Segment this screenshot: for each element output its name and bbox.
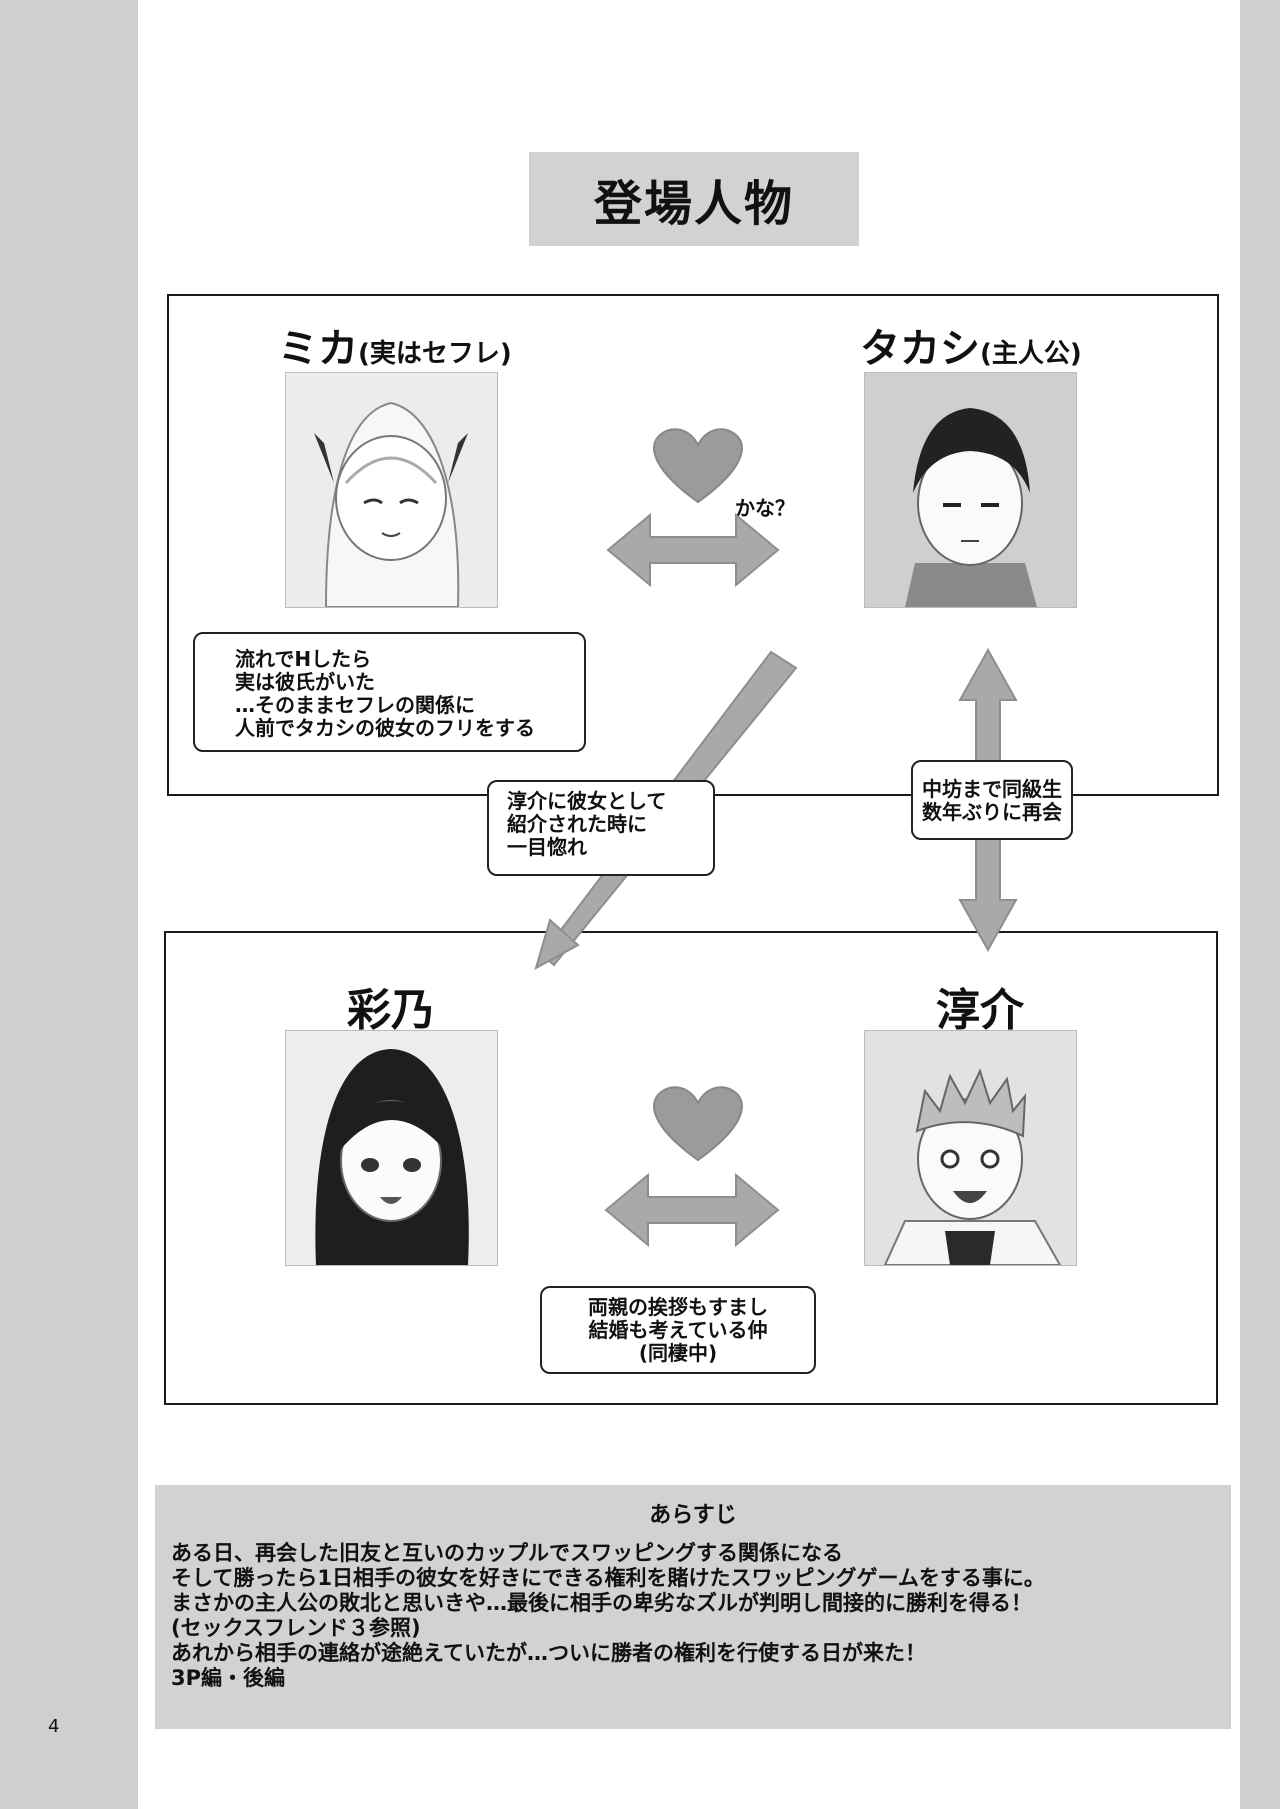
page-number: 4 — [48, 1716, 60, 1737]
kana-caption: かな？ — [735, 496, 795, 520]
box-line: 数年ぶりに再会 — [922, 800, 1062, 824]
box-line: 一目惚れ — [507, 835, 587, 859]
synopsis-line: まさかの主人公の敗北と思いきや…最後に相手の卑劣なズルが判明し間接的に勝利を得る… — [171, 1591, 1032, 1615]
box-line: 結婚も考えている仲 — [588, 1318, 768, 1342]
name-mika: ミカ(実はセフレ) — [278, 326, 512, 372]
box-line: 両親の挨拶もすまし — [588, 1295, 768, 1319]
portrait-junsuke — [864, 1030, 1077, 1266]
name-ayano: 彩乃 — [347, 985, 435, 1036]
classmates-box: 中坊まで同級生 数年ぶりに再会 — [911, 760, 1073, 840]
synopsis-line: ある日、再会した旧友と互いのカップルでスワッピングする関係になる — [171, 1541, 843, 1565]
page: 登場人物 ミカ(実はセフレ) タカシ(主人公) 彩乃 淳介 — [48, 0, 1240, 1809]
portrait-ayano — [285, 1030, 498, 1266]
name-junsuke: 淳介 — [936, 985, 1024, 1036]
portrait-takashi — [864, 372, 1077, 608]
mika-note-line: …そのままセフレの関係に — [235, 693, 475, 717]
mika-note-box: 流れでHしたら 実は彼氏がいた …そのままセフレの関係に 人前でタカシの彼女のフ… — [193, 632, 586, 752]
synopsis-panel: あらすじ ある日、再会した旧友と互いのカップルでスワッピングする関係になる そし… — [155, 1485, 1231, 1729]
box-line: 中坊まで同級生 — [922, 777, 1062, 801]
couple-box: 両親の挨拶もすまし 結婚も考えている仲 (同棲中) — [540, 1286, 816, 1374]
box-line: 淳介に彼女として — [507, 789, 667, 813]
portrait-mika — [285, 372, 498, 608]
page-title: 登場人物 — [593, 176, 794, 232]
box-line: 紹介された時に — [507, 812, 647, 836]
synopsis-line: あれから相手の連絡が途絶えていたが…ついに勝者の権利を行使する日が来た！ — [171, 1641, 926, 1665]
synopsis-line: そして勝ったら1日相手の彼女を好きにできる権利を賭けたスワッピングゲームをする事… — [171, 1566, 1045, 1590]
box-line: (同棲中) — [638, 1341, 718, 1365]
synopsis-heading: あらすじ — [649, 1503, 737, 1528]
mika-note-line: 実は彼氏がいた — [235, 670, 375, 694]
name-takashi: タカシ(主人公) — [860, 326, 1082, 372]
title-box: 登場人物 — [529, 152, 859, 246]
love-at-first-sight-box: 淳介に彼女として 紹介された時に 一目惚れ — [487, 780, 715, 876]
mika-note-line: 人前でタカシの彼女のフリをする — [235, 716, 535, 740]
synopsis-line: (セックスフレンド３参照) — [171, 1616, 421, 1640]
synopsis-line: 3P編・後編 — [171, 1666, 286, 1690]
mika-note-line: 流れでHしたら — [235, 647, 372, 671]
